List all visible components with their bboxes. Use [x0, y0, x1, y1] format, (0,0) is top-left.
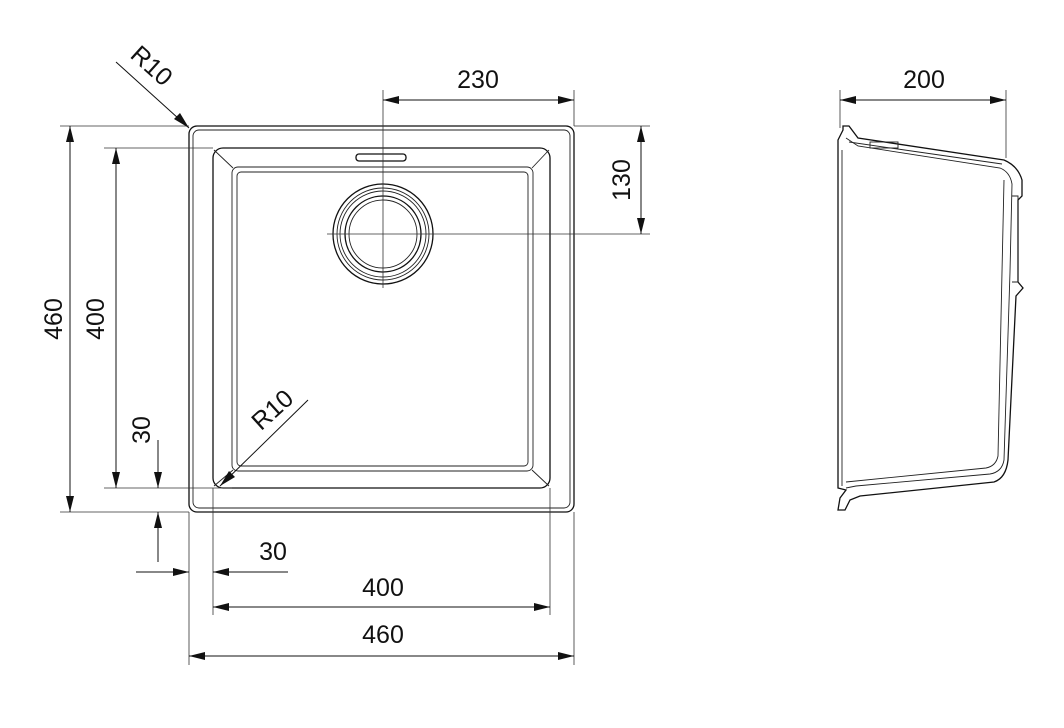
label-radius-outer: R10 [125, 40, 178, 92]
bevel-bottom-right [531, 469, 550, 487]
sink-outer-rim-inner-edge [192, 129, 571, 509]
overflow-slot [355, 153, 407, 162]
sink-outer-rim [188, 125, 575, 513]
dimension-lines [60, 61, 1007, 665]
label-drain-right: 230 [457, 66, 499, 94]
label-inner-width: 400 [362, 574, 404, 602]
bevel-top-left [213, 149, 234, 169]
bowl-bottom-inner [236, 171, 529, 467]
bowl-bottom [231, 166, 534, 472]
bowl-top-edge [212, 147, 551, 489]
side-profile-outer [837, 125, 1024, 511]
plan-view [188, 90, 650, 513]
label-drain-top: 130 [608, 159, 636, 201]
label-outer-height: 460 [40, 298, 68, 340]
bevel-top-right [531, 149, 550, 169]
label-inner-height: 400 [82, 298, 110, 340]
label-rim-bottom: 30 [128, 416, 156, 444]
label-rim-left: 30 [259, 538, 287, 566]
dimension-labels: 460 400 30 30 400 460 230 130 200 R10 R1… [40, 40, 945, 649]
label-radius-inner: R10 [246, 384, 299, 436]
side-profile-inner-bottom [845, 179, 1005, 483]
label-outer-width: 460 [362, 621, 404, 649]
label-depth: 200 [903, 66, 945, 94]
side-profile-inner [845, 137, 1013, 489]
side-drain-bracket [1012, 195, 1019, 283]
radius-inner-leader [219, 399, 309, 487]
side-rim-detail [848, 141, 1003, 165]
side-view [837, 125, 1024, 511]
side-overflow-detail [869, 141, 899, 149]
